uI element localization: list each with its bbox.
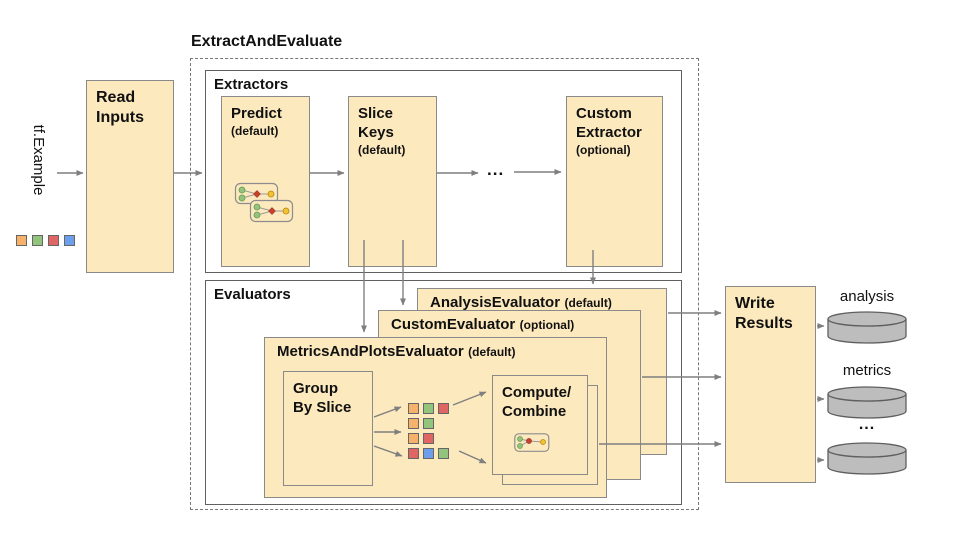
analysis-evaluator-title: AnalysisEvaluator	[430, 294, 561, 311]
slice-swatch-green	[438, 448, 449, 459]
extractors-ellipsis: ...	[487, 160, 505, 179]
more-database-cylinder-icon	[827, 442, 907, 475]
predict-title: Predict	[231, 105, 282, 122]
slice-swatch-red	[408, 448, 419, 459]
group-by-slice-title: Group By Slice	[293, 380, 352, 416]
slice-swatch-green	[423, 403, 434, 414]
custom-extractor-qualifier: (optional)	[576, 143, 631, 157]
slice-keys-qualifier: (default)	[358, 143, 406, 157]
data-swatch-orange	[16, 235, 27, 246]
combine-graph-icon	[514, 433, 550, 452]
slice-swatch-blue	[423, 448, 434, 459]
analysis-database-cylinder-icon	[827, 311, 907, 344]
extractors-label: Extractors	[214, 76, 289, 93]
slice-swatch-orange	[408, 433, 419, 444]
slice-swatch-red	[423, 433, 434, 444]
predict-qualifier: (default)	[231, 124, 279, 138]
read-inputs-box: Read Inputs	[86, 80, 174, 273]
analysis-evaluator-qualifier: (default)	[564, 296, 612, 310]
metrics-and-plots-evaluator-title: MetricsAndPlotsEvaluator	[277, 343, 464, 360]
predict-extractor-box: Predict (default)	[221, 96, 310, 267]
pipeline-title: ExtractAndEvaluate	[191, 33, 343, 50]
analysis-output-label: analysis	[839, 288, 895, 305]
slice-keys-title: Slice Keys	[358, 105, 394, 141]
compute-combine-title: Compute/ Combine	[502, 384, 572, 420]
write-results-box: Write Results	[725, 286, 816, 483]
custom-extractor-title: Custom Extractor	[576, 105, 642, 141]
write-results-title: Write Results	[735, 295, 793, 332]
slice-swatch-green	[423, 418, 434, 429]
data-swatch-red	[48, 235, 59, 246]
data-swatch-green	[32, 235, 43, 246]
tf-example-label: tf.Example	[30, 124, 47, 196]
metrics-database-cylinder-icon	[827, 386, 907, 419]
data-swatch-blue	[64, 235, 75, 246]
slice-keys-extractor-box: Slice Keys (default)	[348, 96, 437, 267]
slice-swatch-orange	[408, 418, 419, 429]
read-inputs-title: Read Inputs	[96, 89, 144, 126]
metrics-and-plots-evaluator-qualifier: (default)	[468, 345, 516, 359]
metrics-output-label: metrics	[842, 362, 892, 379]
evaluators-container: Evaluators	[205, 280, 682, 505]
group-by-slice-box: Group By Slice	[283, 371, 373, 486]
compute-combine-box: Compute/ Combine	[492, 375, 588, 475]
slice-swatch-red	[438, 403, 449, 414]
model-graph-icon	[234, 182, 294, 223]
custom-evaluator-qualifier: (optional)	[519, 318, 575, 332]
extractors-container: Extractors	[205, 70, 682, 273]
custom-extractor-box: Custom Extractor (optional)	[566, 96, 663, 267]
custom-evaluator-title: CustomEvaluator	[391, 316, 516, 333]
pipeline-boundary	[190, 58, 699, 510]
more-outputs-ellipsis: ...	[858, 416, 876, 433]
slice-swatch-orange	[408, 403, 419, 414]
evaluators-label: Evaluators	[214, 286, 291, 303]
